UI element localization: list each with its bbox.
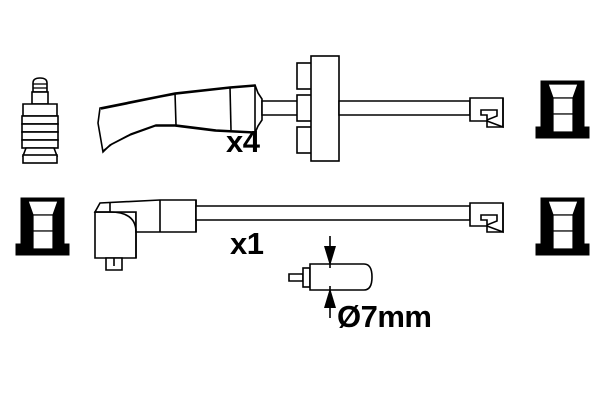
boot-rib-4 [21,139,59,149]
terminal-bore-lower [552,113,574,133]
spark-plug-terminal-bottom-right [535,197,590,256]
cable-boot-bottom-edge [102,124,255,152]
terminal-hatch-right [573,98,577,132]
right-angle-ignition-cable [93,199,471,271]
terminal-bore-lower [552,230,574,250]
boot-rib-1 [21,115,59,125]
cable-boot-seam-1 [174,92,177,126]
top-output-cable [338,100,471,116]
terminal-inner-taper [547,200,579,216]
wire-cross-section-sample [288,263,373,291]
terminal-hatch-left [29,215,33,249]
terminal-hatch-right [573,215,577,249]
quantity-label-top: x4 [226,124,261,159]
diameter-label: Ø7mm [337,299,431,334]
boot-elbow-curve [95,211,137,258]
wire-body [309,263,373,291]
boot-collar [22,103,58,117]
dimension-arrow-top [324,236,336,268]
bottom-spring-clip-terminal [469,202,504,234]
boot-neck [31,91,49,105]
terminal-tail [486,98,504,129]
cable-segment-right [338,100,471,116]
cable-segment-bottom [195,205,471,221]
dimension-arrow-bottom [324,286,336,318]
terminal-bore-lower [32,230,54,250]
terminal-hatch-left [549,98,553,132]
spark-plug-terminal-bottom-left [15,197,70,256]
boot-rib-3 [21,131,59,141]
arrowhead-top [324,246,336,266]
boot-vertical-leg [94,211,137,259]
terminal-bore-upper [32,214,54,232]
boot-base [22,154,58,164]
wire-core-stub [288,273,304,282]
terminal-tail [486,203,504,234]
wire-collar [302,267,311,288]
cable-boot-seam-2 [229,86,232,131]
boot-nipple [32,77,48,93]
terminal-inner-taper [547,83,579,99]
top-spring-clip-terminal [469,97,504,129]
terminal-spring-tongue [480,214,498,227]
connector-body [310,55,340,162]
ribbed-rubber-boot [21,77,59,164]
terminal-hatch-left [549,215,553,249]
terminal-inner-taper [27,200,59,216]
arrowhead-bottom [324,288,336,308]
spark-plug-terminal-top-right [535,80,590,139]
terminal-bore-upper [552,97,574,115]
terminal-spring-tongue [480,109,498,122]
distributor-connector-block [296,55,340,162]
terminal-bore-upper [552,214,574,232]
boot-rib-2 [21,123,59,133]
quantity-label-bottom: x1 [230,226,264,261]
cable-boot-top-edge [100,85,256,110]
terminal-hatch-right [53,215,57,249]
